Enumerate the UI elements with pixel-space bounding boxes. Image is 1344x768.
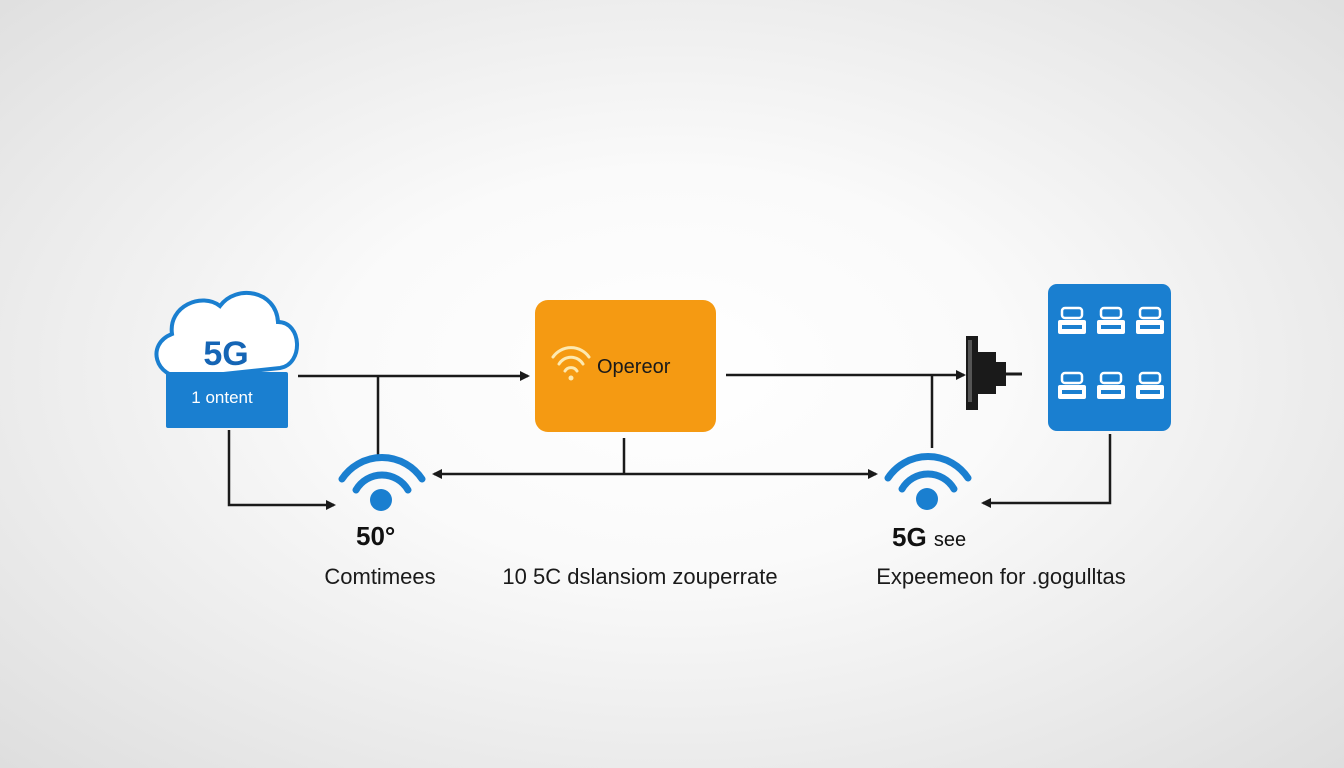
devices-node	[1048, 284, 1171, 431]
devices-down-arrow	[981, 434, 1112, 508]
left-node-label: 50°	[356, 521, 395, 552]
wifi-dot	[916, 488, 938, 510]
left-wifi-node	[338, 454, 426, 511]
devices-panel	[1048, 284, 1171, 431]
left-caption: Comtimees	[324, 564, 436, 589]
wifi-icon	[884, 453, 972, 493]
cloud-node: 5G 1 ontent	[154, 290, 299, 428]
right-node-label-main: 5G	[892, 522, 927, 552]
right-node-label: 5G see	[892, 522, 966, 553]
device-icon	[1136, 371, 1164, 399]
connector-lines	[227, 370, 1112, 510]
wifi-dot	[370, 489, 392, 511]
operator-node: Operеor	[535, 300, 716, 432]
cloud-down-arrow	[227, 430, 336, 510]
left-node-label-text: 50°	[356, 521, 396, 551]
wifi-icon	[338, 454, 426, 494]
device-icon	[1136, 306, 1164, 334]
cloud-icon	[154, 290, 299, 428]
antenna-icon	[966, 336, 1022, 410]
operator-box	[535, 300, 716, 432]
device-icon	[1058, 306, 1086, 334]
device-icon	[1097, 371, 1125, 399]
right-caption: Expeemeon for .gogulltas	[876, 564, 1126, 589]
cloud-label: 1 ontent	[191, 388, 253, 407]
cloud-title: 5G	[203, 335, 248, 373]
center-caption: 10 5C dslansiom zouperrate	[502, 564, 778, 589]
device-grid-icon	[1058, 306, 1164, 399]
device-icon	[1058, 371, 1086, 399]
right-node-label-suffix: see	[933, 529, 967, 551]
device-icon	[1097, 306, 1125, 334]
right-wifi-node	[884, 453, 972, 510]
operator-label: Operеor	[597, 356, 671, 378]
wifi-icon	[551, 346, 591, 381]
